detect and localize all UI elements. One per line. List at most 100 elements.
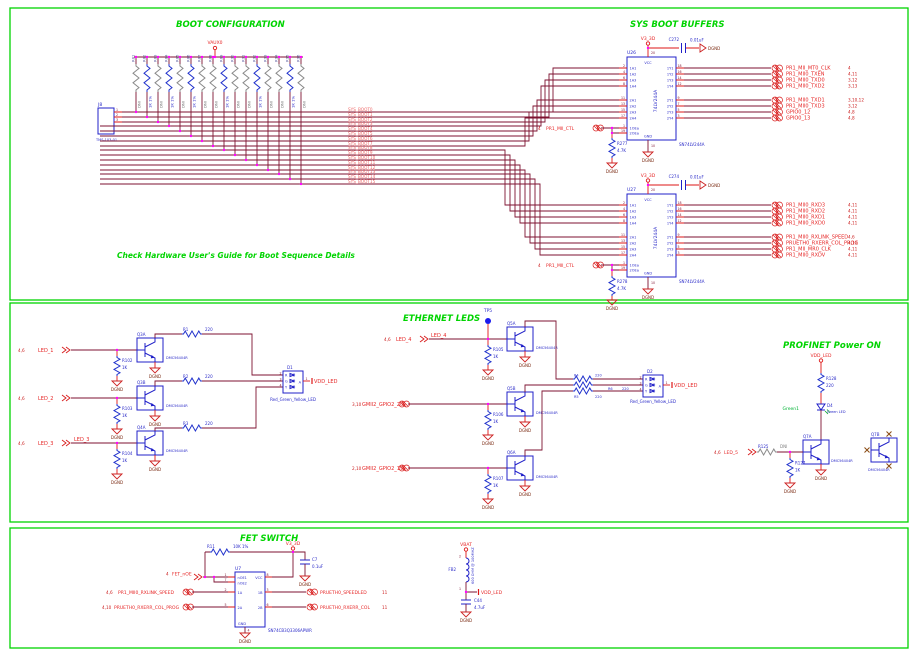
svg-text:SYS_BOOT14: SYS_BOOT14 <box>348 174 376 179</box>
led-driver-row-5: 3,10 GMII2_GPIO2_20 R106 1K Q5B DMC56404… <box>352 382 643 447</box>
svg-text:600 OHM @ 100MHZ: 600 OHM @ 100MHZ <box>471 547 475 584</box>
net-label: LED_3 <box>38 441 53 447</box>
svg-text:1K 1%: 1K 1% <box>192 95 197 108</box>
svg-text:R1: R1 <box>183 327 189 332</box>
svg-text:Q5B: Q5B <box>507 386 516 391</box>
svg-text:Q6A: Q6A <box>507 450 516 455</box>
svg-text:R82: R82 <box>142 54 147 62</box>
svg-text:DNI: DNI <box>203 101 208 108</box>
boot-jumper-connector: J8 TMS-103-01 1 2 3 <box>95 102 122 142</box>
net-label: PRUETH0_RXERR_COL_PROG <box>114 605 180 611</box>
rgb-led-d2: D2 VDD_LED Red_Green_Yellow_LED <box>630 369 698 404</box>
svg-text:R104: R104 <box>122 451 133 456</box>
svg-text:220: 220 <box>595 395 602 399</box>
svg-text:C7: C7 <box>312 557 318 562</box>
vddled-net-label: VDD_LED <box>674 383 698 389</box>
svg-text:4,6: 4,6 <box>714 450 721 455</box>
svg-text:220: 220 <box>622 387 629 391</box>
oe-net-label: PR1_MII_CTL <box>546 126 575 132</box>
svg-text:SYS_BOOT1: SYS_BOOT1 <box>348 112 373 117</box>
svg-text:PR1_MII0_TXD0: PR1_MII0_TXD0 <box>786 78 825 84</box>
svg-text:GPIO0_13: GPIO0_13 <box>786 116 810 122</box>
ethernet-section-border <box>9 302 909 523</box>
led-driver-row-6: 2,10 GMII2_GPIO2_19 R107 1K Q6A DMC56404… <box>352 387 643 511</box>
net-label: LED_5 <box>724 450 738 456</box>
svg-text:R3: R3 <box>183 421 189 426</box>
svg-text:4,8: 4,8 <box>848 110 855 115</box>
svg-text:SYS_BOOT5: SYS_BOOT5 <box>348 131 373 136</box>
svg-text:1K 1%: 1K 1% <box>225 95 230 108</box>
svg-text:R90: R90 <box>230 54 235 62</box>
svg-text:R103: R103 <box>122 406 133 411</box>
fet-section-border <box>9 527 909 649</box>
oe-net-label: PR1_MII_CTL <box>546 263 575 269</box>
svg-text:FB2: FB2 <box>448 567 456 572</box>
svg-text:4,11: 4,11 <box>848 253 858 258</box>
svg-text:PR1_MII0_RXD2: PR1_MII0_RXD2 <box>786 209 825 215</box>
connector-part: TMS-103-01 <box>95 138 117 142</box>
svg-text:4: 4 <box>848 66 851 71</box>
svg-text:0.01uF: 0.01uF <box>690 175 704 180</box>
svg-text:R127: R127 <box>795 461 806 466</box>
svg-text:R6: R6 <box>608 387 613 391</box>
boot-section-border <box>9 7 909 301</box>
svg-text:GPIO0_12: GPIO0_12 <box>786 110 810 116</box>
svg-text:4,6: 4,6 <box>848 235 855 240</box>
svg-text:4,11: 4,11 <box>848 215 858 220</box>
net-label: LED_4 <box>396 337 411 343</box>
svg-text:1: 1 <box>459 587 461 591</box>
buffers-title: SYS BOOT BUFFERS <box>630 20 725 30</box>
net-label: LED_1 <box>38 348 53 354</box>
svg-text:4,10: 4,10 <box>848 241 858 246</box>
led-driver-row-4: 4,6 LED_4 LED_4 R105 1K Q5A DMC56404R R4… <box>384 320 643 382</box>
boot-configuration-section: BOOT CONFIGURATION Check Hardware User's… <box>95 20 619 260</box>
svg-text:4: 4 <box>166 572 169 577</box>
svg-text:R87: R87 <box>197 54 202 62</box>
svg-text:PR1_MII0_RXDV: PR1_MII0_RXDV <box>786 253 826 259</box>
svg-text:R278: R278 <box>617 279 628 284</box>
svg-text:4,11: 4,11 <box>848 209 858 214</box>
svg-text:R84: R84 <box>164 54 169 62</box>
svg-text:R102: R102 <box>122 358 133 363</box>
svg-text:R107: R107 <box>493 476 504 481</box>
svg-text:R94: R94 <box>274 54 279 62</box>
led-driver-row-1: 4,6 LED_1 R102 1K Q3A DMC56404R R1 220 <box>18 327 283 393</box>
svg-text:1K 1%: 1K 1% <box>291 95 296 108</box>
svg-text:SYS_BOOT3: SYS_BOOT3 <box>348 121 373 126</box>
buffer1-part: SN74LV244A <box>679 142 705 147</box>
svg-text:R93: R93 <box>263 54 268 62</box>
svg-text:3,10: 3,10 <box>352 402 362 407</box>
svg-text:DMC56404R: DMC56404R <box>166 449 188 453</box>
net-label: LED_2 <box>38 396 53 402</box>
svg-text:220: 220 <box>205 327 213 332</box>
svg-text:DNI: DNI <box>280 101 285 108</box>
svg-text:DNI: DNI <box>236 101 241 108</box>
svg-text:SYS_BOOT13: SYS_BOOT13 <box>348 169 376 174</box>
svg-text:220: 220 <box>205 421 213 426</box>
svg-text:PR1_MII0_TXD2: PR1_MII0_TXD2 <box>786 84 825 90</box>
svg-text:PR1_MII0_RXD3: PR1_MII0_RXD3 <box>786 203 825 209</box>
svg-text:C272: C272 <box>669 37 680 42</box>
profinet-power-on-group: PROFINET Power ON VDD_LED R128 220 D4 Gr… <box>714 341 898 495</box>
svg-text:R4: R4 <box>574 374 579 378</box>
led-ref: D1 <box>287 365 293 370</box>
svg-text:R83: R83 <box>153 54 158 62</box>
ethernet-leds-left-group: 4,6 LED_1 R102 1K Q3A DMC56404R R1 220 4… <box>18 327 338 486</box>
svg-text:DNI: DNI <box>137 101 142 108</box>
v33-net-label: V3_3D <box>641 36 656 42</box>
led-driver-row-3: 4,6 LED_3 LED_3 R104 1K Q4A DMC56404R R3… <box>18 386 283 486</box>
vddled-net-label: VDD_LED <box>314 379 338 385</box>
svg-text:PR1_MII0_TXD3: PR1_MII0_TXD3 <box>786 104 825 110</box>
svg-text:PR1_MII_MR0_CLK: PR1_MII_MR0_CLK <box>786 247 832 253</box>
svg-text:1: 1 <box>116 108 118 112</box>
svg-text:4,10: 4,10 <box>102 605 112 610</box>
svg-text:DNI: DNI <box>780 444 787 449</box>
svg-text:SYS_BOOT6: SYS_BOOT6 <box>348 136 373 141</box>
svg-text:2,10: 2,10 <box>352 466 362 471</box>
testpoint-ref: TP5 <box>483 308 492 314</box>
net-label: PRUETH0_RXERR_COL <box>320 605 370 611</box>
svg-text:1K: 1K <box>493 354 499 359</box>
net-label: FET_nOE <box>172 572 192 578</box>
svg-text:R95: R95 <box>285 54 290 62</box>
